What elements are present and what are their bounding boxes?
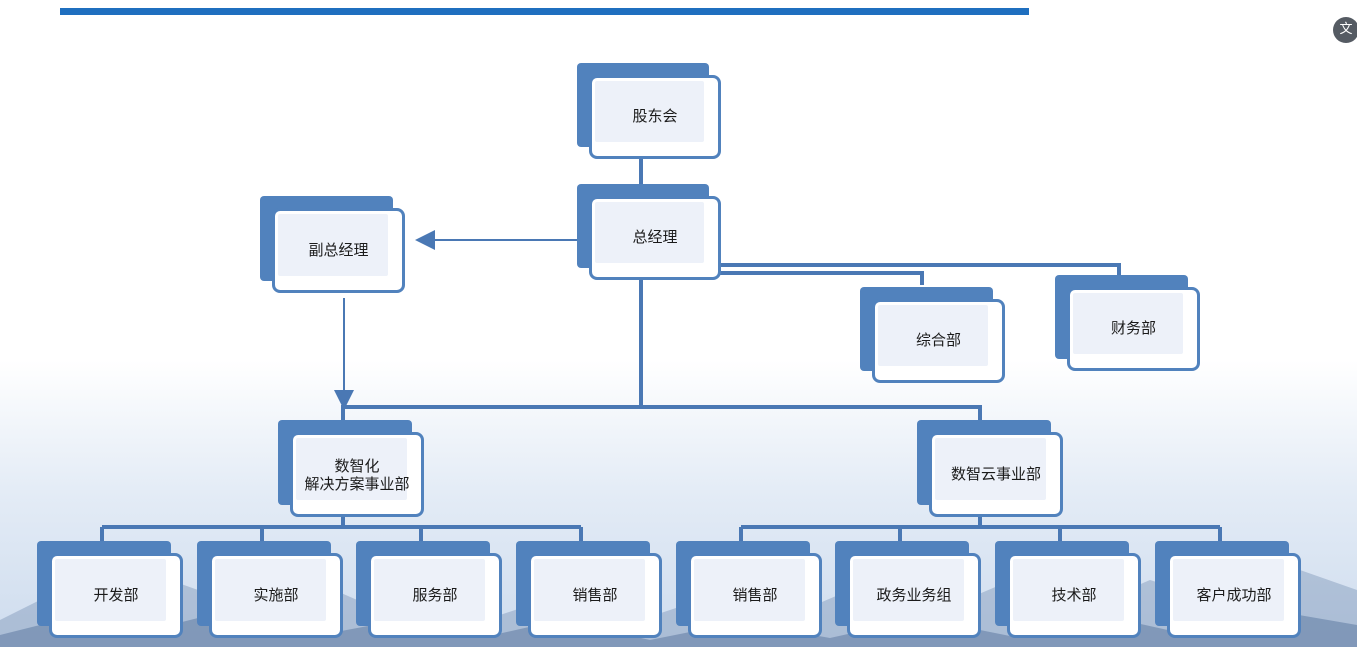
node-dev[interactable]: 开发部 [37,541,183,638]
node-label: 技术部 [1051,585,1097,604]
node-deputy-gm[interactable]: 副总经理 [260,196,405,293]
node-sales-a[interactable]: 销售部 [516,541,662,638]
node-label: 数智云事业部 [950,464,1041,483]
node-tech[interactable]: 技术部 [995,541,1141,638]
node-gov-business[interactable]: 政务业务组 [835,541,981,638]
node-label: 副总经理 [308,240,369,259]
top-accent-bar [60,8,1029,15]
node-label: 综合部 [915,331,961,350]
translate-icon[interactable]: 文 [1333,17,1357,43]
node-label: 实施部 [253,585,299,604]
node-label: 总经理 [632,228,678,247]
node-label: 股东会 [632,107,678,126]
node-implementation[interactable]: 实施部 [197,541,343,638]
node-finance[interactable]: 财务部 [1055,275,1200,371]
node-digital-solutions[interactable]: 数智化 解决方案事业部 [278,420,424,517]
node-label: 销售部 [732,585,778,604]
node-shareholders[interactable]: 股东会 [577,63,721,159]
node-label: 开发部 [93,585,139,604]
node-label: 政务业务组 [876,585,952,604]
node-label: 服务部 [412,585,458,604]
node-customer-success[interactable]: 客户成功部 [1155,541,1301,638]
node-general-manager[interactable]: 总经理 [577,184,721,280]
node-sales-b[interactable]: 销售部 [676,541,822,638]
node-label: 销售部 [572,585,618,604]
node-service[interactable]: 服务部 [356,541,502,638]
node-digital-cloud[interactable]: 数智云事业部 [917,420,1063,517]
node-label: 财务部 [1110,319,1156,338]
node-label: 客户成功部 [1196,585,1272,604]
node-label: 数智化 解决方案事业部 [304,456,410,493]
node-general-affairs[interactable]: 综合部 [860,287,1005,383]
